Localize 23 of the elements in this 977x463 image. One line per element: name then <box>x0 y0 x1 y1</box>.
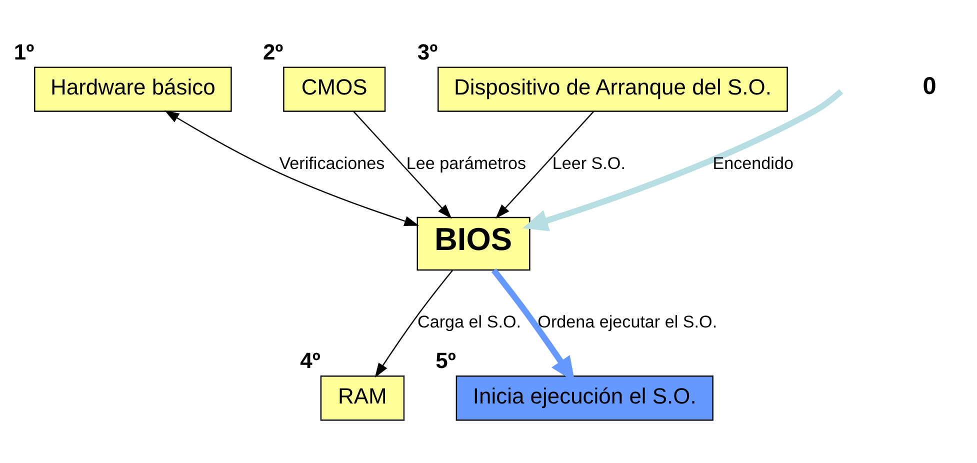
node-label: 2º <box>262 39 284 64</box>
node-label: 4º <box>300 348 320 374</box>
arrow <box>496 110 594 219</box>
node-label: 5º <box>436 348 456 374</box>
label: 0 <box>922 73 936 100</box>
node-box: BIOS <box>416 216 530 271</box>
node-box: Inicia ejecución el S.O. <box>456 376 714 421</box>
arrow <box>374 270 454 378</box>
arrow <box>164 110 420 226</box>
edge-label: Encendido <box>712 154 794 173</box>
arrow <box>522 89 844 232</box>
node-box: RAM <box>320 376 405 421</box>
node-box: Dispositivo de Arranque del S.O. <box>438 66 788 112</box>
edge-label: Verificaciones <box>279 154 385 173</box>
edge-label: Ordena ejecutar el S.O. <box>538 312 718 332</box>
edge-label: Carga el S.O. <box>418 312 522 332</box>
node-box: CMOS <box>283 66 386 112</box>
edge-label: Leer S.O. <box>552 154 626 173</box>
node-label: 1º <box>14 39 34 64</box>
node-label: 3º <box>417 39 438 64</box>
node-box: Hardware básico <box>34 66 232 112</box>
arrow <box>352 110 452 219</box>
edge-label: Lee parámetros <box>406 154 526 173</box>
